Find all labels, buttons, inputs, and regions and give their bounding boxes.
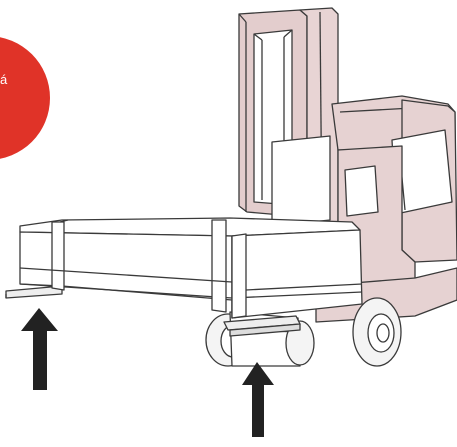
arrow-up-icon bbox=[242, 362, 274, 437]
arrow-up-icon bbox=[21, 308, 58, 390]
badge-text: á bbox=[0, 72, 7, 87]
badge-circle bbox=[0, 36, 50, 160]
rear-wheel bbox=[353, 298, 401, 366]
cargo-load bbox=[20, 218, 362, 318]
